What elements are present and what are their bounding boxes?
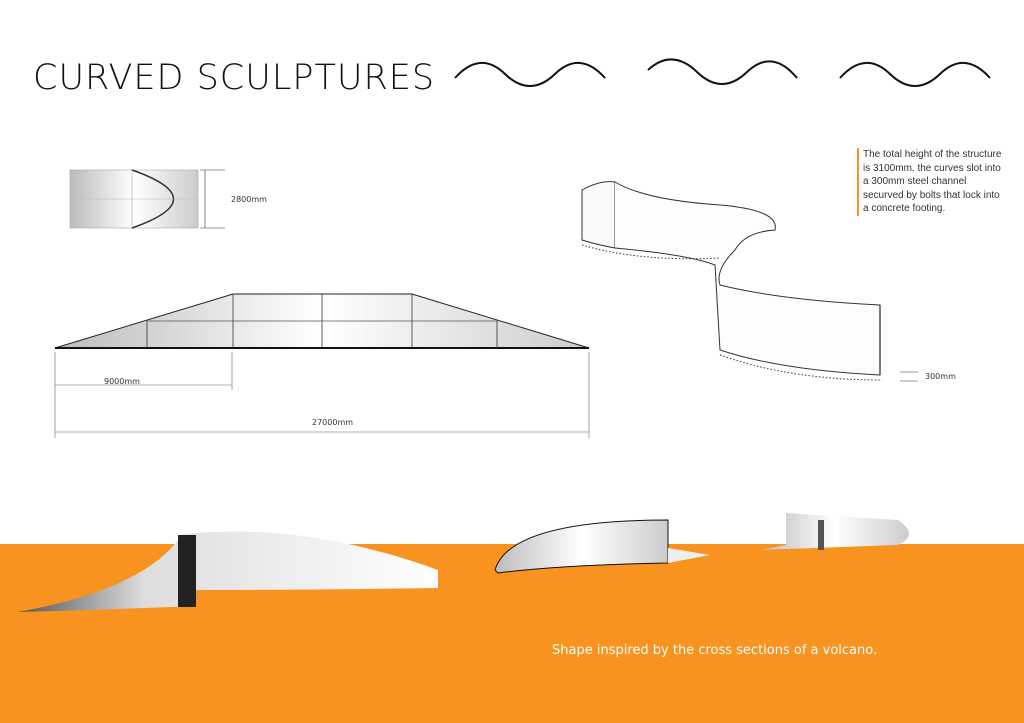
caption: Shape inspired by the cross sections of … <box>552 643 878 658</box>
wave-icon-3 <box>839 61 991 87</box>
height-dimension-label: 2800mm <box>231 195 267 204</box>
plan-view <box>69 169 225 229</box>
sculpture-renders <box>18 513 909 612</box>
wave-icon-1 <box>454 61 606 87</box>
isometric-view <box>581 181 918 382</box>
wave-icon-2 <box>647 58 798 85</box>
channel-dimension-label: 300mm <box>925 372 956 381</box>
elevation-view <box>54 293 590 438</box>
wave-icons <box>454 58 991 87</box>
total-dimension-label: 27000mm <box>312 418 354 427</box>
segment-dimension-label: 9000mm <box>104 377 140 386</box>
page-title: CURVED SCULPTURES <box>33 58 436 98</box>
structure-note: The total height of the structure is 310… <box>857 148 1003 216</box>
